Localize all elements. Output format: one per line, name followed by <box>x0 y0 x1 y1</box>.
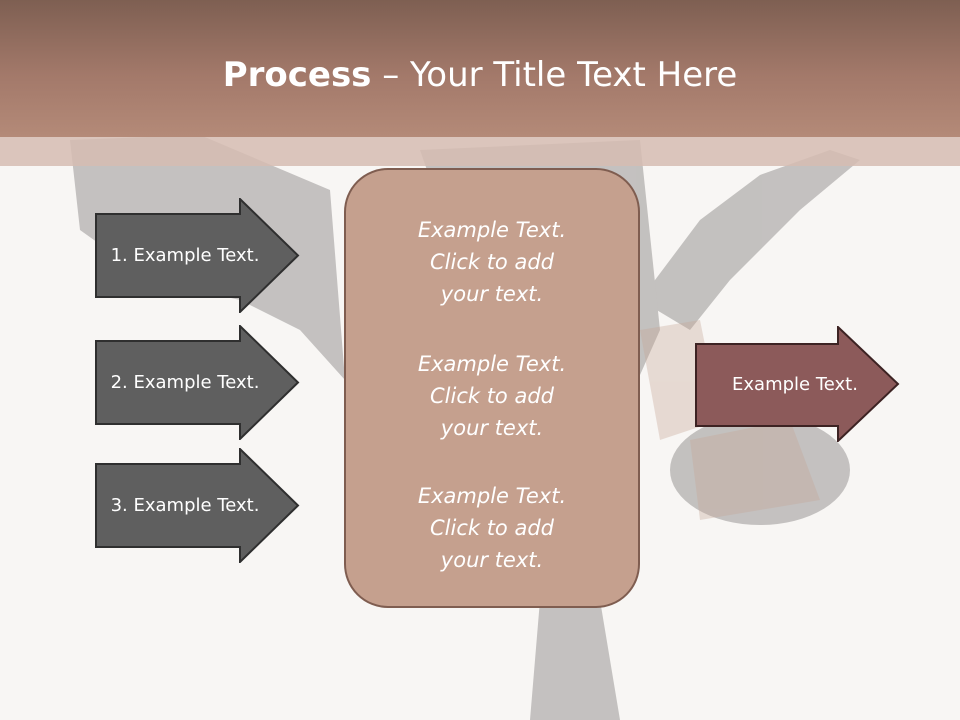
title-band <box>0 0 960 137</box>
center-block-2: Example Text. Click to add your text. <box>346 348 638 444</box>
right-arrow[interactable]: Example Text. <box>695 326 900 442</box>
center-block-line: Click to add <box>429 250 554 274</box>
center-block-line: Example Text. <box>417 484 567 508</box>
center-block-1: Example Text. Click to add your text. <box>346 214 638 310</box>
slide-title-rest: – Your Title Text Here <box>371 55 738 95</box>
center-block-line: Example Text. <box>417 218 567 242</box>
left-arrow-label: 3. Example Text. <box>110 495 260 516</box>
center-block-line: your text. <box>440 548 544 572</box>
slide-title-bold: Process <box>222 55 372 95</box>
arrow-shape <box>695 326 900 442</box>
left-arrow-1[interactable]: 1. Example Text. <box>95 198 300 313</box>
slide-title[interactable]: Process – Your Title Text Here <box>0 52 960 98</box>
left-arrow-label: 2. Example Text. <box>110 372 260 393</box>
arrow-shape <box>95 448 300 563</box>
right-arrow-label: Example Text. <box>732 373 858 395</box>
left-arrow-label: 1. Example Text. <box>110 245 260 266</box>
center-block-line: Click to add <box>429 384 554 408</box>
center-block-line: your text. <box>440 282 544 306</box>
title-sub-band <box>0 137 960 166</box>
center-block-line: Click to add <box>429 516 554 540</box>
center-block-line: Example Text. <box>417 352 567 376</box>
center-block-3: Example Text. Click to add your text. <box>346 480 638 576</box>
center-block-line: your text. <box>440 416 544 440</box>
arrow-shape <box>95 198 300 313</box>
center-text-box[interactable]: Example Text. Click to add your text. Ex… <box>344 168 640 608</box>
left-arrow-2[interactable]: 2. Example Text. <box>95 325 300 440</box>
arrow-shape <box>95 325 300 440</box>
left-arrow-3[interactable]: 3. Example Text. <box>95 448 300 563</box>
